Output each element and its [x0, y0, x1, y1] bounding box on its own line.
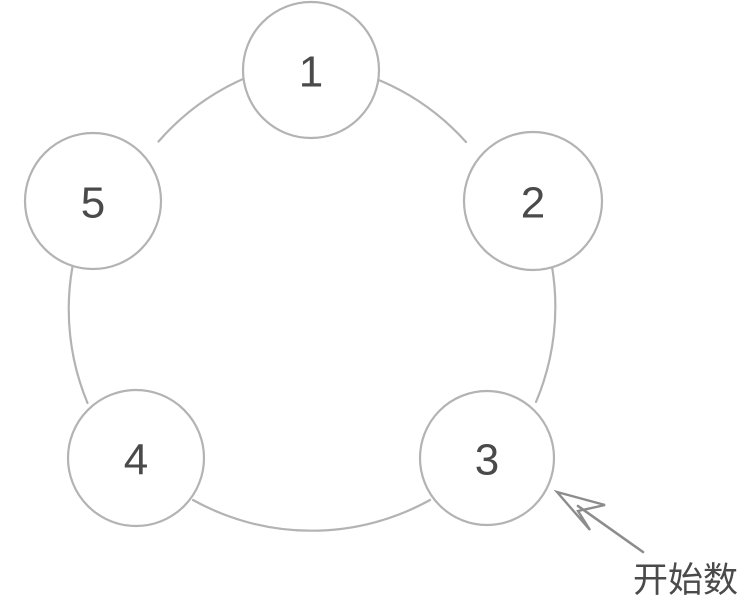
ring-connections: [67, 75, 557, 532]
node-label-4: 4: [124, 436, 148, 485]
annotation-label: 开始数: [633, 561, 738, 601]
arc-2-to-3: [534, 265, 557, 404]
arc-5-to-1: [157, 75, 249, 143]
node-circle-5[interactable]: [23, 131, 163, 271]
node-group-4[interactable]: 4: [66, 388, 206, 528]
arc-3-to-4: [191, 498, 432, 532]
arrow-shaft-line: [576, 504, 645, 554]
node-label-2: 2: [521, 179, 545, 228]
node-group-3[interactable]: 3: [418, 389, 556, 527]
annotation-arrow: [553, 489, 645, 554]
node-group-2[interactable]: 2: [462, 130, 604, 272]
arc-1-to-2: [373, 77, 468, 144]
arrow-head-hollow-triangle: [553, 489, 606, 531]
arc-4-to-5: [67, 265, 89, 405]
node-circle-2[interactable]: [462, 130, 604, 272]
node-group-5[interactable]: 5: [23, 131, 163, 271]
node-group-1[interactable]: 1: [241, 0, 381, 140]
node-circle-4[interactable]: [66, 388, 206, 528]
node-label-3: 3: [475, 436, 499, 485]
node-label-5: 5: [81, 179, 105, 228]
node-circle-1[interactable]: [241, 0, 381, 140]
node-circle-3[interactable]: [418, 389, 556, 527]
node-label-1: 1: [299, 48, 323, 97]
